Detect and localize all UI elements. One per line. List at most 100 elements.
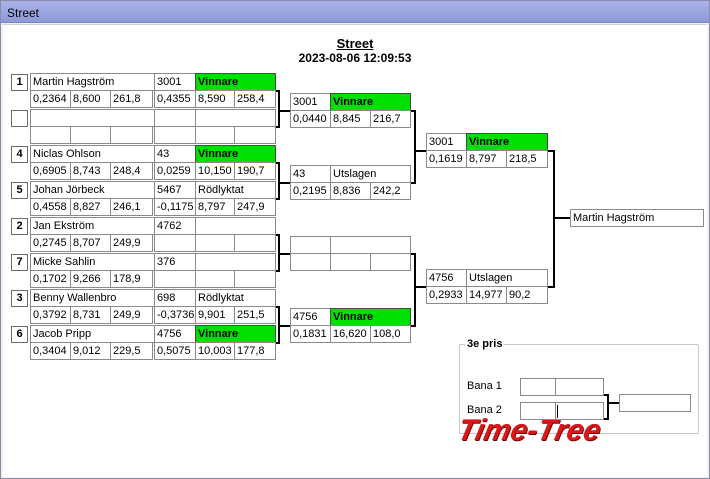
round1-reaction-time: 0,5075: [154, 342, 196, 360]
bracket-connector: [276, 306, 279, 308]
round2-speed: 108,0: [370, 325, 411, 343]
round1-status: [195, 217, 276, 235]
round1-reaction-time: 0,0259: [154, 162, 196, 180]
round3-reaction-time: 0,1619: [426, 150, 467, 168]
round3-elapsed-time: 14,977: [466, 286, 507, 304]
bracket-connector: [276, 270, 279, 272]
round1-elapsed-time: [195, 126, 235, 144]
round2-car-number[interactable]: 3001: [290, 93, 331, 111]
entrant-reaction-time: 0,1702: [30, 270, 71, 288]
round1-reaction-time: [154, 234, 196, 252]
round1-speed: 177,8: [234, 342, 276, 360]
round1-speed: 247,9: [234, 198, 276, 216]
bracket-connector: [276, 90, 279, 92]
round1-car-number[interactable]: 4756: [154, 325, 196, 343]
round1-reaction-time: -0,1175: [154, 198, 196, 216]
bracket-connector: [553, 217, 570, 219]
title-bar[interactable]: Street: [1, 1, 709, 23]
round1-speed: 190,7: [234, 162, 276, 180]
entrant-speed: 248,4: [110, 162, 153, 180]
bracket-connector: [548, 150, 554, 152]
round1-car-number[interactable]: 3001: [154, 73, 196, 91]
round1-elapsed-time: [195, 234, 235, 252]
bracket-connector: [278, 182, 290, 184]
entrant-speed: 249,9: [110, 306, 153, 324]
final-winner[interactable]: Martin Hagström: [570, 209, 704, 227]
bracket-connector: [607, 394, 609, 420]
bracket-connector: [276, 198, 279, 200]
round2-car-number[interactable]: [290, 236, 331, 254]
seed-number: 7: [11, 254, 28, 271]
bracket-connector: [276, 126, 279, 128]
round1-car-number[interactable]: 698: [154, 289, 196, 307]
bracket-connector: [414, 286, 426, 288]
seed-number: [11, 110, 28, 127]
round1-elapsed-time: 10,150: [195, 162, 235, 180]
round2-elapsed-time: 8,845: [330, 110, 371, 128]
entrant-elapsed-time: 8,600: [70, 90, 111, 108]
round3-car-number[interactable]: 3001: [426, 133, 467, 151]
round2-car-number[interactable]: 4756: [290, 308, 331, 326]
bracket-connector: [607, 402, 619, 404]
entrant-reaction-time: 0,4558: [30, 198, 71, 216]
bracket-connector: [604, 394, 609, 396]
round2-reaction-time: 0,0440: [290, 110, 331, 128]
round1-reaction-time: [154, 126, 196, 144]
round2-status: Utslagen: [330, 165, 411, 183]
round2-status: Vinnare: [330, 93, 411, 111]
third-place-result[interactable]: [619, 394, 691, 412]
round3-car-number[interactable]: 4756: [426, 269, 467, 287]
seed-number: 2: [11, 218, 28, 235]
round1-reaction-time: 0,4355: [154, 90, 196, 108]
round1-elapsed-time: 8,590: [195, 90, 235, 108]
bracket-connector: [276, 342, 279, 344]
round1-car-number[interactable]: [154, 109, 196, 127]
round1-car-number[interactable]: 43: [154, 145, 196, 163]
bracket-connector: [414, 253, 416, 327]
round3-status: Vinnare: [466, 133, 548, 151]
round1-status: Vinnare: [195, 73, 276, 91]
round1-speed: 258,4: [234, 90, 276, 108]
bracket-connector: [276, 162, 279, 164]
seed-number: 3: [11, 290, 28, 307]
round1-status: Rödlyktat: [195, 181, 276, 199]
bracket-connector: [414, 110, 416, 184]
round1-status: [195, 109, 276, 127]
round1-car-number[interactable]: 4762: [154, 217, 196, 235]
entrant-reaction-time: 0,3792: [30, 306, 71, 324]
round2-reaction-time: 0,1831: [290, 325, 331, 343]
round1-elapsed-time: 10,003: [195, 342, 235, 360]
third-place-lane-b[interactable]: [555, 402, 604, 420]
entrant-speed: 178,9: [110, 270, 153, 288]
bracket-connector: [278, 253, 290, 255]
seed-number: 6: [11, 326, 28, 343]
bracket-connector: [414, 150, 426, 152]
round1-status: Vinnare: [195, 145, 276, 163]
round1-speed: 251,5: [234, 306, 276, 324]
entrant-speed: 261,8: [110, 90, 153, 108]
third-place-lane-a[interactable]: [520, 378, 556, 396]
bracket-connector: [276, 234, 279, 236]
round1-car-number[interactable]: 5467: [154, 181, 196, 199]
round1-car-number[interactable]: 376: [154, 253, 196, 271]
entrant-speed: 246,1: [110, 198, 153, 216]
round1-elapsed-time: 9,901: [195, 306, 235, 324]
round2-reaction-time: 0,2195: [290, 182, 331, 200]
bracket-connector: [278, 110, 290, 112]
third-place-lane-label: Bana 1: [467, 380, 502, 392]
window-title: Street: [7, 6, 40, 20]
bracket-connector: [604, 418, 609, 420]
entrant-reaction-time: 0,3404: [30, 342, 71, 360]
text-caret: [557, 405, 558, 418]
round2-car-number[interactable]: 43: [290, 165, 331, 183]
round1-status: Vinnare: [195, 325, 276, 343]
third-place-lane-a[interactable]: [520, 402, 556, 420]
round3-elapsed-time: 8,797: [466, 150, 507, 168]
timestamp: 2023-08-06 12:09:53: [298, 51, 412, 65]
round2-status: Vinnare: [330, 308, 411, 326]
round1-status: [195, 253, 276, 271]
page-title: Street: [336, 36, 374, 51]
bracket-connector: [278, 162, 280, 200]
round2-elapsed-time: 16,620: [330, 325, 371, 343]
third-place-lane-b[interactable]: [555, 378, 604, 396]
